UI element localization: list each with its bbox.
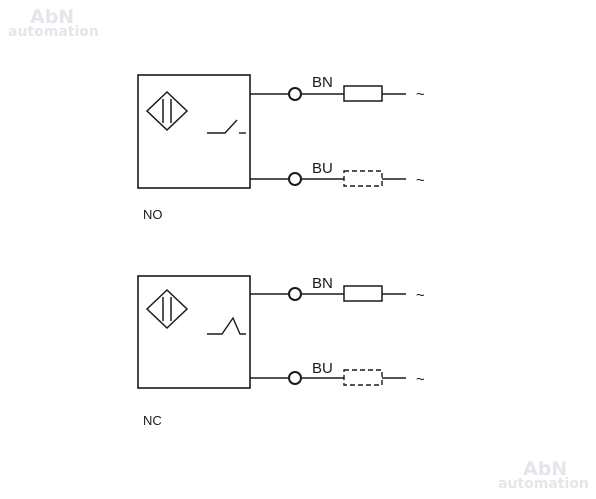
mode-label-no: NO: [143, 207, 163, 222]
wire-bu: BU ~: [250, 360, 425, 388]
terminal-dot: [288, 87, 302, 101]
inductive-sensor-icon: [145, 288, 189, 330]
load-dashed: [343, 369, 383, 386]
terminal-dot: [288, 287, 302, 301]
sensor-housing: [137, 275, 251, 389]
switch-normally-open-icon: [207, 119, 246, 134]
wire-code-label: BU: [312, 360, 333, 377]
terminal-symbol: ~: [416, 86, 425, 103]
circuit-no: BN ~ BU ~: [137, 74, 425, 189]
watermark-logo-bottom: AbN automation: [498, 458, 589, 492]
watermark-subtitle: automation: [498, 476, 589, 492]
wire-code-label: BN: [312, 275, 333, 292]
wire-bn: BN ~: [250, 74, 425, 103]
wire-code-label: BU: [312, 160, 333, 177]
circuit-nc: BN ~ BU ~: [137, 275, 425, 389]
wire-code-label: BN: [312, 74, 333, 91]
terminal-symbol: ~: [416, 287, 425, 304]
sensor-housing: [137, 74, 251, 189]
watermark-brand: AbN: [523, 458, 568, 480]
load-dashed: [343, 170, 383, 187]
inductive-sensor-icon: [145, 90, 189, 132]
terminal-dot: [288, 172, 302, 186]
terminal-symbol: ~: [416, 371, 425, 388]
load-resistor: [343, 85, 383, 102]
watermark-logo-top: AbN automation: [8, 6, 99, 40]
watermark-brand: AbN: [30, 6, 75, 28]
load-resistor: [343, 285, 383, 302]
switch-normally-closed-icon: [207, 316, 246, 335]
terminal-dot: [288, 371, 302, 385]
wire-bn: BN ~: [250, 275, 425, 304]
watermark-subtitle: automation: [8, 24, 99, 40]
mode-label-nc: NC: [143, 413, 162, 428]
wire-bu: BU ~: [250, 160, 425, 189]
terminal-symbol: ~: [416, 172, 425, 189]
